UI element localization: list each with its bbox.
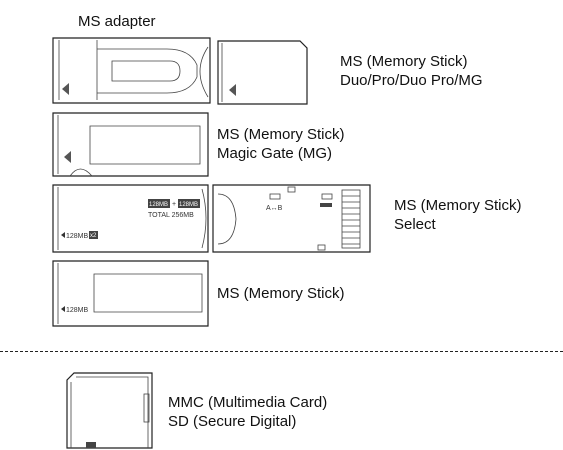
mmc-sd-label-line1: MMC (Multimedia Card): [168, 394, 328, 411]
ms-mg-label: MS (Memory Stick) Magic Gate (MG): [217, 125, 345, 163]
ms-select-back-card: A↔B: [212, 184, 371, 253]
ms-select-label-line2: Select: [394, 216, 436, 233]
select-front-cap-a-mark: 128MB: [149, 202, 168, 208]
ms-select-label-line1: MS (Memory Stick): [394, 197, 522, 214]
section-divider: [0, 351, 563, 352]
ms-mg-card: [52, 112, 209, 177]
mmc-sd-label-line2: SD (Secure Digital): [168, 413, 297, 430]
select-front-cap-b-mark: 128MB: [179, 202, 198, 208]
ms-card: 128MB: [52, 260, 209, 327]
ms-duo-label: MS (Memory Stick) Duo/Pro/Duo Pro/MG: [340, 52, 483, 90]
select-front-x2-mark: x2: [90, 233, 97, 239]
ms-mg-label-line1: MS (Memory Stick): [217, 126, 345, 143]
ms-size-mark: 128MB: [66, 307, 89, 314]
ms-adapter-card: [52, 37, 211, 104]
select-front-plus-mark: +: [172, 201, 176, 208]
mmc-sd-label: MMC (Multimedia Card) SD (Secure Digital…: [168, 393, 327, 431]
ms-label: MS (Memory Stick): [217, 285, 345, 302]
ms-select-label: MS (Memory Stick) Select: [394, 196, 522, 234]
mmc-sd-card: [66, 372, 153, 449]
ms-duo-label-line1: MS (Memory Stick): [340, 53, 468, 70]
ms-mg-label-line2: Magic Gate (MG): [217, 145, 333, 162]
select-back-arrow-mark: A↔B: [266, 205, 283, 212]
ms-select-front-card: 128MB + 128MB TOTAL 256MB 128MB x2: [52, 184, 209, 253]
ms-adapter-label: MS adapter: [78, 13, 156, 30]
select-front-size-mark: 128MB: [66, 233, 89, 240]
ms-duo-label-line2: Duo/Pro/Duo Pro/MG: [340, 72, 483, 89]
select-front-total-mark: TOTAL 256MB: [148, 212, 194, 219]
ms-duo-card: [217, 40, 308, 105]
